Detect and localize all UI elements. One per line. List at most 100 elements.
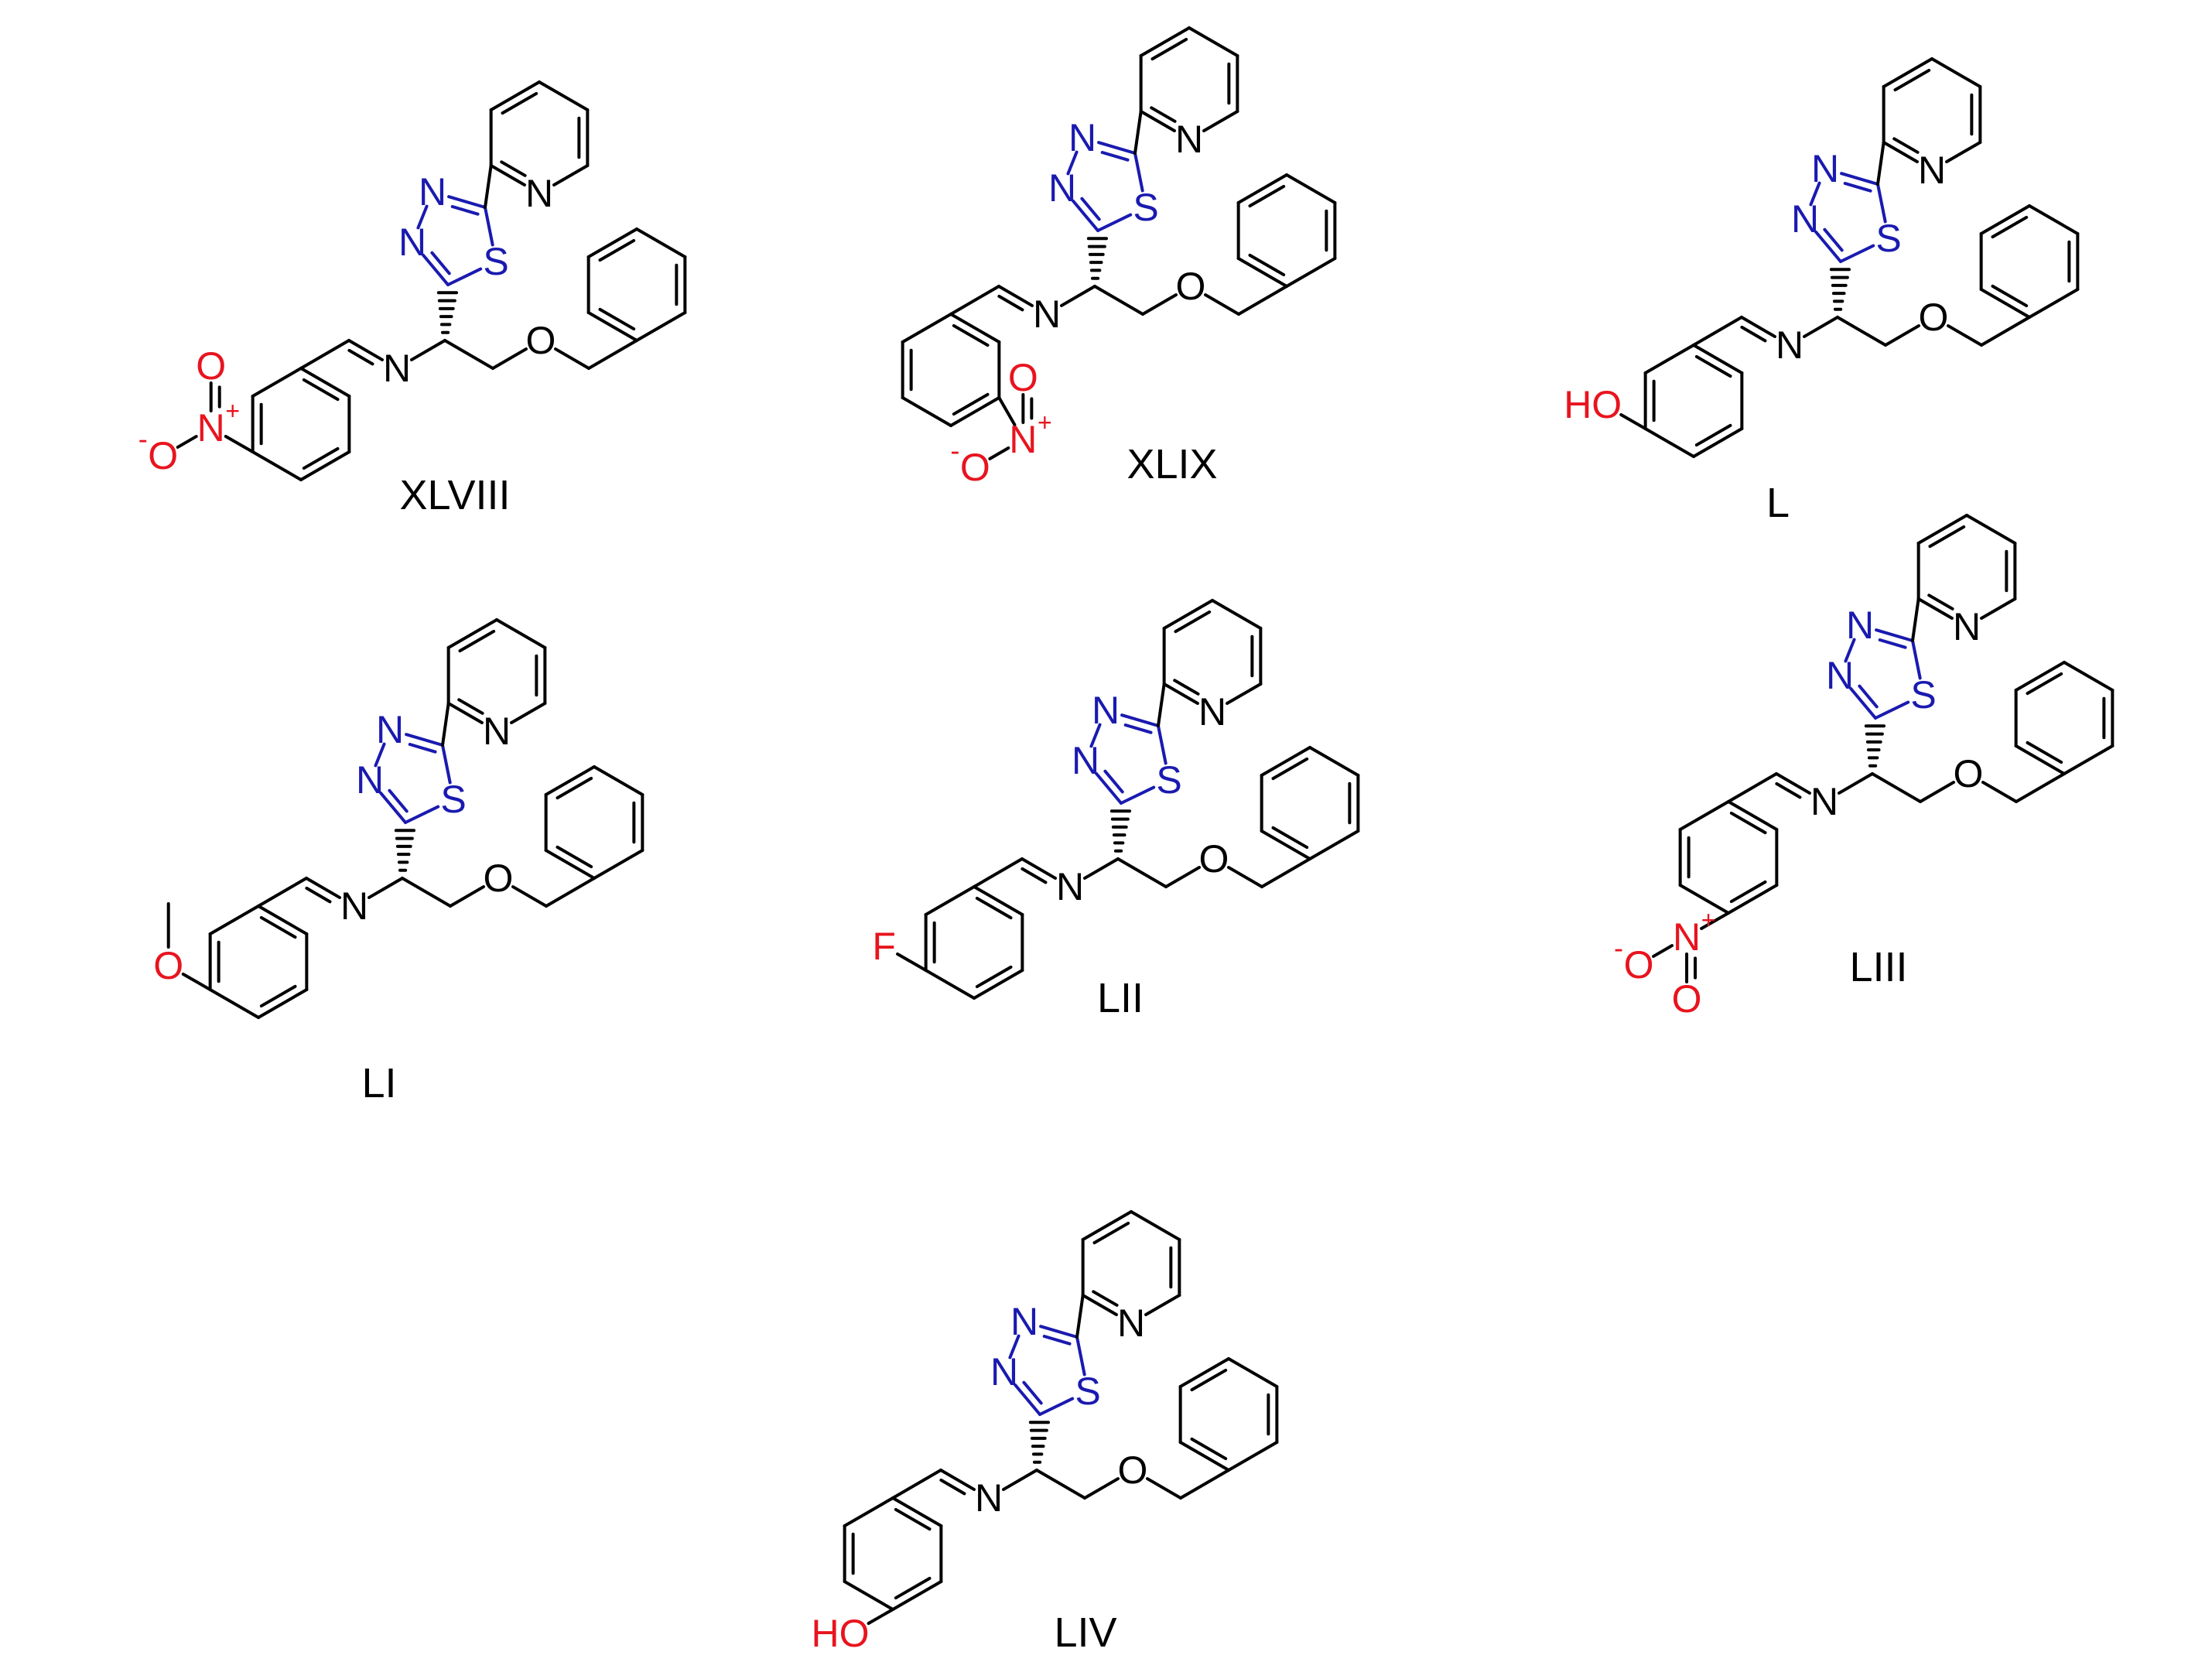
- bond: [1204, 293, 1240, 316]
- benzyl-ring-bond: [556, 776, 593, 800]
- pyridine-bond: [1882, 141, 1919, 163]
- aryl-ring-bond: [1678, 884, 1730, 915]
- thiadiazole-bond: [1849, 686, 1877, 720]
- thiadiazole-bond: [1072, 199, 1099, 232]
- pyridine-nitrogen: N: [483, 710, 511, 753]
- thiadiazole-bond: [450, 205, 480, 216]
- sulfur-atom: S: [1156, 758, 1181, 802]
- thiadiazole-bond: [1089, 723, 1102, 748]
- nitrogen-atom: N: [398, 221, 426, 264]
- nitrogen-atom: N: [1092, 689, 1120, 732]
- imine-bond: [1740, 316, 1776, 338]
- bond: [491, 347, 528, 370]
- pyridine-bond: [1893, 68, 1931, 92]
- nitrogen-atom: N: [1072, 739, 1099, 782]
- thiadiazole-bond: [408, 743, 437, 754]
- pyridine-nitrogen: N: [525, 172, 553, 215]
- aryl-ring-bond: [894, 1507, 932, 1531]
- pyridine-bond: [1211, 599, 1263, 630]
- bond: [299, 339, 350, 370]
- benzyl-ring-bond: [1260, 829, 1311, 860]
- bond: [443, 339, 494, 370]
- ether-oxygen: O: [484, 857, 514, 900]
- benzyl-ring-bond: [635, 311, 687, 342]
- pyridine-bond: [1144, 1294, 1181, 1316]
- aryl-ring-bond: [299, 367, 351, 398]
- benzyl-ring-bond: [1285, 257, 1337, 288]
- pyridine-bond: [1150, 37, 1188, 61]
- bond: [410, 339, 446, 361]
- pyridine-nitrogen: N: [1918, 149, 1946, 192]
- thiadiazole-bond: [1103, 769, 1124, 794]
- thiadiazole-bond: [446, 267, 483, 286]
- nitrogen-atom: N: [1846, 604, 1874, 647]
- bond: [1237, 285, 1288, 316]
- bond: [176, 435, 198, 449]
- nitro-oxygen: O: [196, 344, 226, 388]
- pyridine-bond: [1980, 597, 2017, 620]
- benzyl-ring-bond: [1236, 257, 1288, 288]
- bond: [1919, 781, 1955, 803]
- pyridine-bond: [458, 629, 496, 653]
- aryl-ring-bond: [1729, 811, 1767, 835]
- benzyl-ring-bond: [586, 311, 638, 342]
- thiadiazole-bond: [1039, 1325, 1079, 1339]
- aryl-ring-bond: [891, 1496, 943, 1527]
- methoxy-oxygen: O: [153, 944, 183, 987]
- nitro-nitrogen: N: [1009, 418, 1037, 461]
- thiadiazole-bond: [1038, 1397, 1075, 1416]
- bond: [1619, 412, 1647, 430]
- thiadiazole-bond: [416, 204, 429, 230]
- aryl-ring-bond: [251, 450, 303, 481]
- bond: [2015, 772, 2066, 803]
- bond: [1838, 772, 1874, 795]
- benzyl-ring-bond: [1260, 746, 1311, 777]
- bond: [1227, 866, 1263, 888]
- pyridine-bond: [510, 702, 547, 724]
- pyridine-bond: [446, 702, 484, 724]
- aryl-ring-bond: [924, 969, 976, 1000]
- aryl-ring-bond: [952, 392, 990, 416]
- benzyl-ring-bond: [598, 238, 636, 262]
- thiadiazole-bond: [1844, 638, 1856, 663]
- thiadiazole-bond: [1120, 713, 1160, 727]
- benzyl-ring-bond: [1308, 829, 1360, 860]
- pyridine-bond: [1202, 110, 1239, 132]
- pyridine-bond: [1092, 1221, 1130, 1245]
- bond: [1871, 772, 1922, 803]
- imine-bond: [305, 886, 332, 904]
- benzyl-ring-bond: [593, 765, 644, 796]
- aryl-ring-bond: [302, 378, 340, 402]
- aryl-ring-bond: [901, 396, 952, 427]
- thiadiazole-bond: [1123, 723, 1153, 734]
- benzyl-ring-bond: [1190, 1437, 1228, 1461]
- pyridine-bond: [1139, 110, 1176, 132]
- sulfur-atom: S: [1875, 217, 1901, 260]
- benzyl-ring-bond: [2063, 744, 2115, 775]
- bond: [1803, 316, 1839, 338]
- hydroxyl-group: HO: [812, 1612, 870, 1655]
- aryl-ring-bond: [894, 1576, 932, 1600]
- pyridine-nitrogen: N: [1953, 605, 1981, 648]
- thiadiazole-bond: [1066, 150, 1079, 176]
- bond: [257, 877, 308, 908]
- aryl-ring-bond: [975, 965, 1013, 989]
- aryl-ring-bond: [843, 1496, 894, 1527]
- bond: [587, 339, 638, 370]
- thiadiazole-bond: [484, 206, 494, 247]
- benzyl-ring-bond: [1271, 826, 1309, 850]
- aryl-ring-bond: [1692, 427, 1744, 458]
- bond: [554, 347, 590, 370]
- pyridine-bond: [1174, 610, 1212, 634]
- pyridine-bond: [1226, 682, 1263, 705]
- aryl-ring-bond: [952, 323, 990, 347]
- thiadiazole-bond: [1839, 244, 1875, 263]
- thiadiazole-bond: [447, 195, 487, 209]
- thiadiazole-bond: [388, 788, 409, 813]
- benzyl-ring-bond: [1991, 215, 2029, 239]
- aryl-ring-bond: [975, 896, 1013, 920]
- bond: [1141, 293, 1178, 316]
- thiadiazole-bond: [1096, 213, 1133, 232]
- thiadiazole-bond: [1095, 771, 1123, 805]
